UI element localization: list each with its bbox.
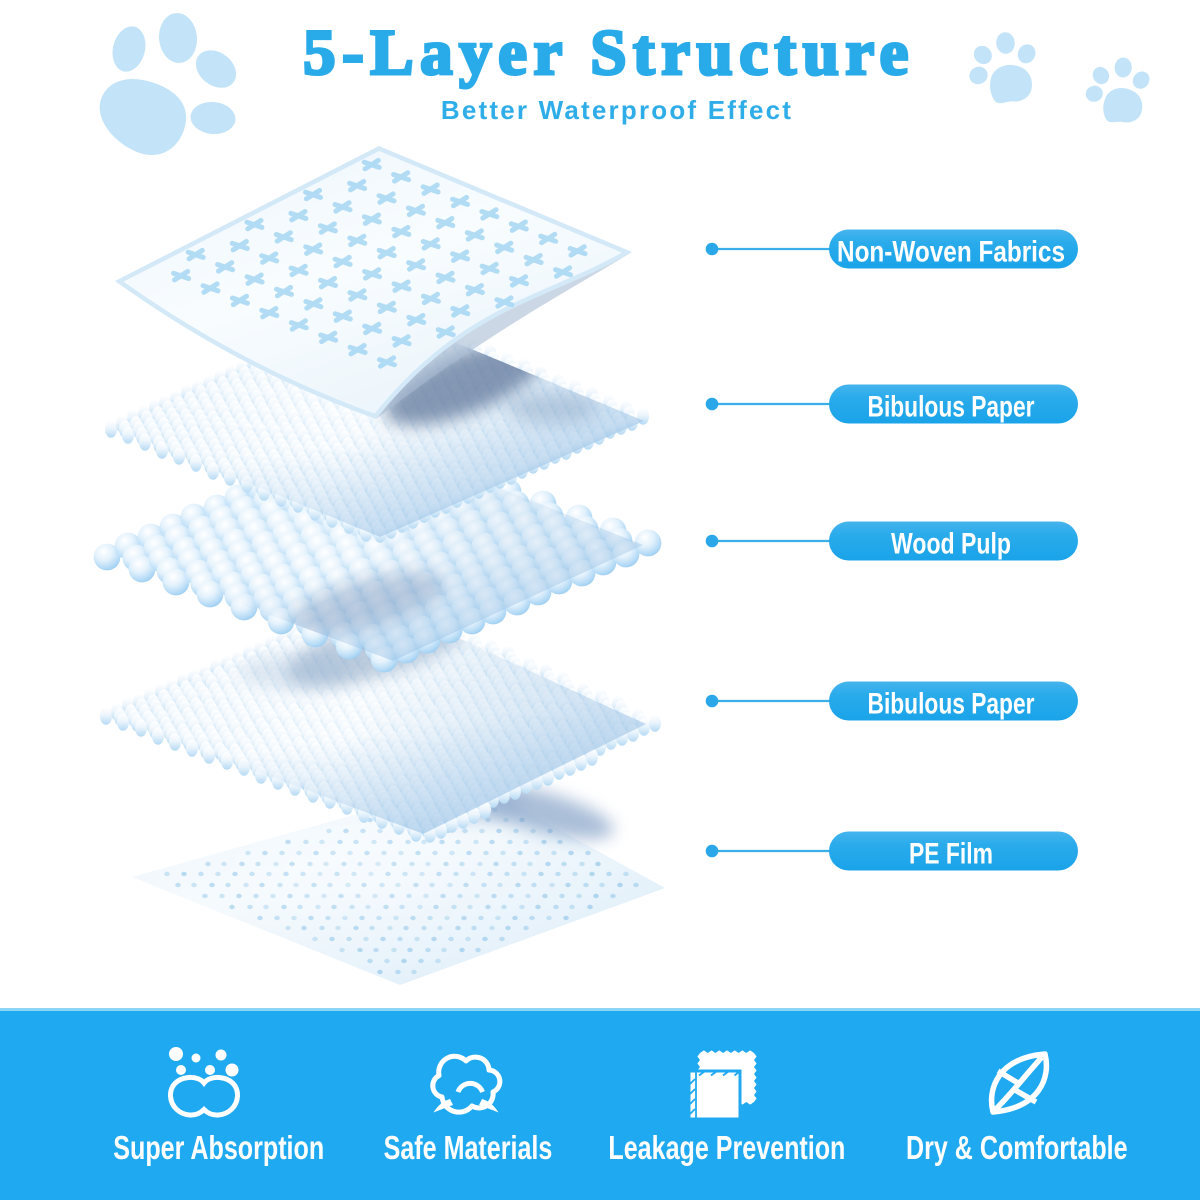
svg-text:Non-Woven Fabrics: Non-Woven Fabrics — [837, 235, 1065, 268]
svg-text:Wood Pulp: Wood Pulp — [891, 527, 1011, 560]
svg-text:Bibulous Paper: Bibulous Paper — [868, 687, 1035, 720]
svg-text:Bibulous Paper: Bibulous Paper — [868, 390, 1035, 423]
svg-text:PE Film: PE Film — [909, 837, 993, 870]
